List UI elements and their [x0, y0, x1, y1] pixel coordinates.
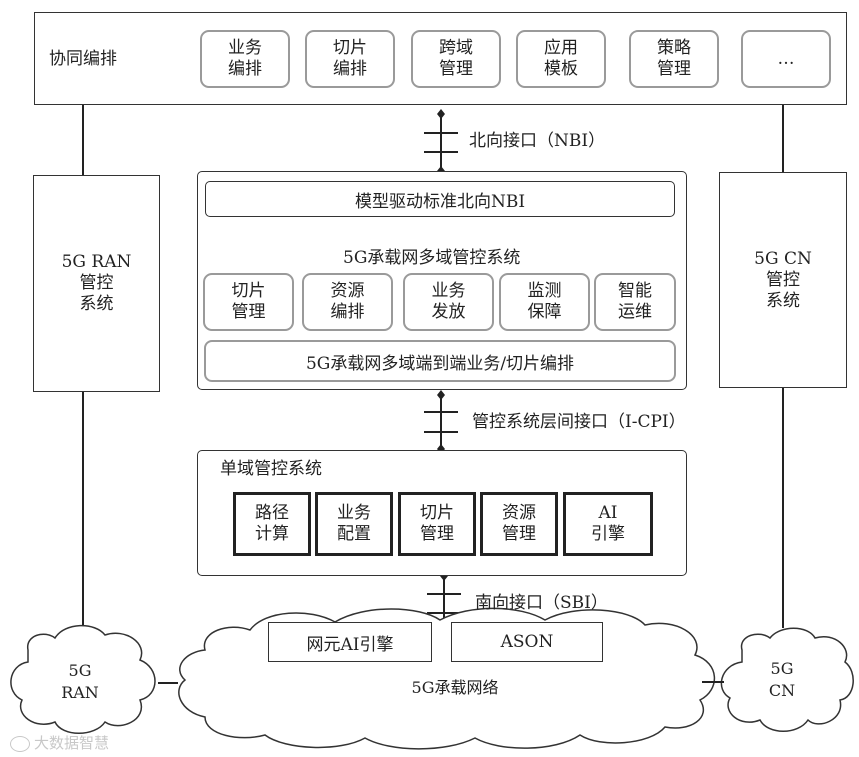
item-line: 切片	[333, 38, 367, 58]
item-line: 业务	[228, 38, 262, 58]
ran-cloud	[10, 624, 156, 734]
ran-line: 5G	[68, 661, 92, 680]
multi-item-slice-management[interactable]: 切片管理	[203, 273, 294, 331]
e2e-orchestration-text: 5G承载网多域端到端业务/切片编排	[305, 353, 575, 374]
model-driven-nbi-bar[interactable]: 模型驱动标准北向NBI	[205, 181, 675, 217]
item-line: 计算	[255, 524, 289, 544]
ne-ai-engine-box[interactable]: 网元AI引擎	[268, 622, 432, 662]
item-line: 切片	[231, 281, 266, 301]
nbi-label: 北向接口（NBI）	[469, 131, 606, 151]
watermark: 大数据智慧	[10, 732, 109, 753]
item-line: 策略	[657, 38, 691, 58]
ran-ctrl-line: 5G RAN	[61, 252, 132, 272]
ran-vertical-line-lower	[82, 392, 84, 645]
cn-ctrl-line: 管控	[766, 269, 800, 290]
collaborative-orchestration-title: 协同编排	[49, 49, 117, 69]
cn-vertical-line-lower	[782, 388, 784, 628]
bearer-network-label: 5G承载网络	[411, 678, 499, 697]
top-item-policy-management[interactable]: 策略管理	[629, 30, 719, 88]
cn-cloud	[720, 627, 854, 732]
single-item-path-computation[interactable]: 路径计算	[233, 492, 311, 556]
top-item-cross-domain-management[interactable]: 跨域管理	[411, 30, 501, 88]
item-line: 编排	[330, 302, 365, 322]
top-item-more[interactable]: …	[741, 30, 831, 88]
item-line: 路径	[255, 503, 289, 523]
single-item-slice-management[interactable]: 切片管理	[398, 492, 476, 556]
multi-domain-title: 5G承载网多域管控系统	[343, 248, 521, 268]
item-line: 业务	[431, 281, 466, 301]
ne-ai-engine-text: 网元AI引擎	[306, 634, 394, 655]
item-line: AI	[598, 503, 618, 523]
item-line: 跨域	[439, 38, 473, 58]
cn-ctrl-line: 系统	[766, 290, 800, 311]
item-line: 引擎	[591, 524, 625, 544]
ran-vertical-line	[82, 105, 84, 175]
single-item-resource-management[interactable]: 资源管理	[480, 492, 558, 556]
item-line: 编排	[228, 59, 262, 79]
ran-ctrl-line: 系统	[79, 294, 114, 314]
top-item-application-template[interactable]: 应用模板	[516, 30, 606, 88]
item-line: 管理	[420, 524, 454, 544]
watermark-text: 大数据智慧	[34, 734, 110, 752]
cn-line: 5G	[770, 659, 794, 678]
e2e-orchestration-bar[interactable]: 5G承载网多域端到端业务/切片编排	[204, 340, 676, 382]
top-item-slice-orchestration[interactable]: 切片编排	[305, 30, 395, 88]
cn-vertical-line	[782, 105, 784, 173]
item-line: 管理	[657, 59, 691, 79]
item-line: 资源	[330, 281, 365, 301]
model-driven-nbi-text: 模型驱动标准北向NBI	[354, 191, 526, 212]
top-item-service-orchestration[interactable]: 业务编排	[200, 30, 290, 88]
item-line: 配置	[337, 524, 371, 544]
ran-cloud-label: 5G RAN	[45, 660, 115, 704]
multi-item-intelligent-om[interactable]: 智能运维	[594, 273, 676, 331]
item-line: 编排	[333, 59, 367, 79]
item-line: 监测	[527, 281, 562, 301]
item-line: 资源	[502, 503, 536, 523]
cn-ctrl-line: 5G CN	[754, 248, 812, 269]
item-line: 智能	[618, 281, 652, 301]
item-line: 保障	[527, 302, 562, 322]
item-line: 管理	[439, 59, 473, 79]
item-line: 切片	[420, 503, 454, 523]
multi-item-service-provisioning[interactable]: 业务发放	[403, 273, 494, 331]
watermark-icon	[10, 735, 30, 752]
sbi-label: 南向接口（SBI）	[475, 593, 608, 613]
single-item-service-config[interactable]: 业务配置	[315, 492, 393, 556]
ason-text: ASON	[500, 632, 554, 652]
ran-line: RAN	[61, 683, 99, 702]
item-line: 发放	[431, 302, 466, 322]
single-domain-title: 单域管控系统	[220, 459, 322, 479]
item-line: 应用	[544, 38, 578, 58]
item-line: 业务	[337, 503, 371, 523]
multi-item-monitoring-assurance[interactable]: 监测保障	[499, 273, 590, 331]
ason-box[interactable]: ASON	[451, 622, 603, 662]
item-line: 管理	[231, 302, 266, 322]
item-line: 管理	[502, 524, 536, 544]
ellipsis-icon: …	[777, 48, 795, 69]
multi-item-resource-orchestration[interactable]: 资源编排	[302, 273, 393, 331]
icpi-label: 管控系统层间接口（I-CPI）	[472, 412, 686, 432]
ran-ctrl-line: 管控	[79, 273, 114, 293]
item-line: 运维	[618, 302, 652, 322]
item-line: 模板	[544, 59, 578, 79]
cn-line: CN	[768, 681, 796, 700]
cn-cloud-label: 5G CN	[752, 658, 812, 702]
